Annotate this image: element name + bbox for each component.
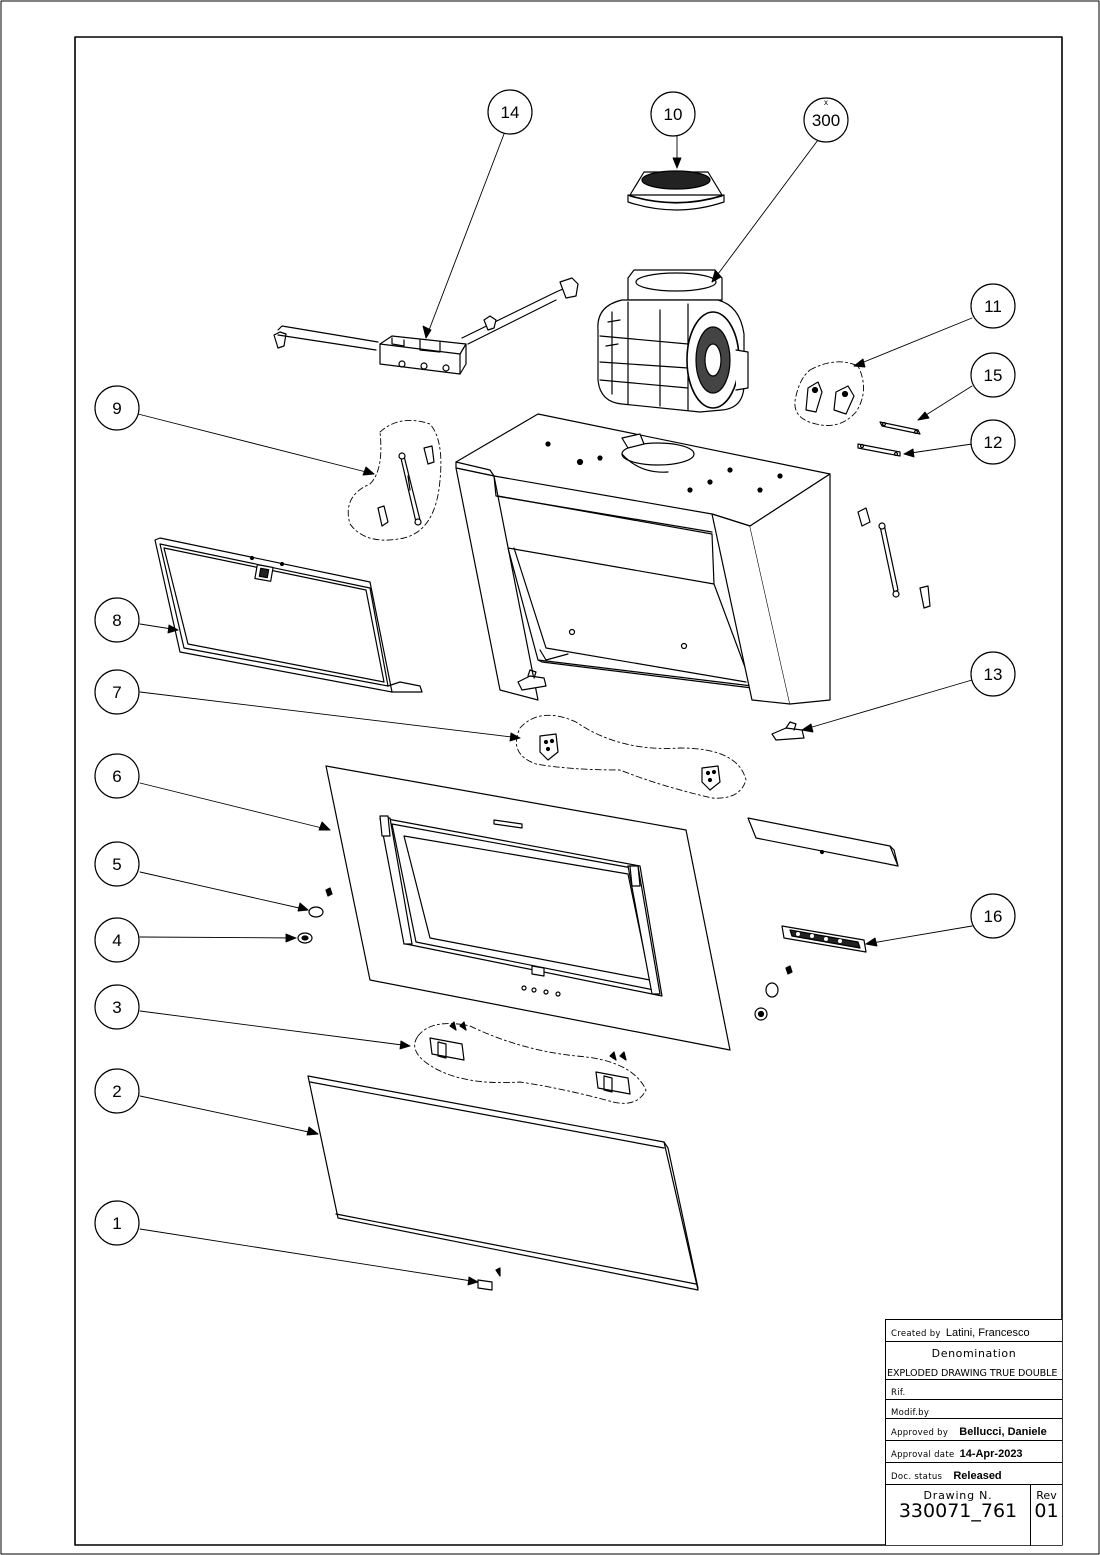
group-3-outline — [414, 1023, 647, 1104]
part-6-front-frame — [325, 765, 731, 1051]
modif-row: Modif.by — [886, 1400, 1062, 1419]
part-2-glass-panel — [307, 1075, 699, 1291]
rif-label: Rif. — [891, 1388, 906, 1398]
part-10-carbon-filter — [627, 170, 725, 211]
callout-6-circle — [94, 753, 140, 799]
callout-1-circle — [94, 1200, 140, 1246]
callout-10: 10 — [664, 105, 683, 124]
callout-13-circle — [970, 651, 1016, 697]
callout-6: 6 — [112, 767, 121, 786]
denomination-value: EXPLODED DRAWING TRUE DOUBLE — [887, 1368, 1058, 1379]
callout-16-circle — [970, 893, 1016, 939]
callout-8: 8 — [112, 611, 121, 630]
part-300-motor-unit — [597, 269, 749, 413]
part-9-gas-spring — [377, 445, 435, 527]
modif-label: Modif.by — [891, 1408, 930, 1418]
callout-9-circle — [94, 385, 140, 431]
revision-cell: Rev 01 — [1030, 1485, 1062, 1546]
side-strip-panel — [747, 817, 899, 867]
callout-10-circle — [650, 91, 696, 137]
callout-4: 4 — [112, 931, 121, 950]
approval-date-label: Approval date — [891, 1450, 955, 1460]
callout-3: 3 — [112, 998, 121, 1017]
title-block: Created by Latini, Francesco Denominatio… — [885, 1319, 1062, 1546]
callout-7: 7 — [112, 683, 121, 702]
part-14-electrical-box — [273, 277, 579, 375]
callout-9: 9 — [112, 399, 121, 418]
denomination-label-row: Denomination — [886, 1342, 1062, 1362]
drawing-number-row: Drawing N. 330071_761 Rev 01 — [886, 1485, 1062, 1546]
callout-3-circle — [94, 984, 140, 1030]
clip-left — [517, 669, 547, 691]
approved-by-value: Bellucci, Daniele — [959, 1426, 1047, 1438]
part-8-filter-panel — [154, 537, 423, 693]
doc-status-label: Doc. status — [891, 1472, 943, 1482]
callout-8-circle — [94, 597, 140, 643]
gas-spring-right — [857, 507, 931, 609]
knobs-right — [754, 965, 793, 1021]
rif-row: Rif. — [886, 1380, 1062, 1400]
callout-11-circle — [970, 283, 1016, 329]
doc-status-row: Doc. status Released — [886, 1463, 1062, 1485]
drawing-number-cell: Drawing N. 330071_761 — [886, 1485, 1031, 1546]
group-11-outline — [794, 361, 864, 426]
callout-11: 11 — [984, 297, 1002, 316]
denomination-label: Denomination — [931, 1347, 1017, 1360]
group-outlines — [347, 361, 864, 1104]
approved-by-row: Approved by Bellucci, Daniele — [886, 1419, 1062, 1441]
callout-5: 5 — [112, 855, 121, 874]
callout-15: 15 — [984, 366, 1003, 385]
part-13-clip — [771, 721, 805, 741]
part-15-bracket — [879, 421, 921, 435]
part-7-inserts — [539, 733, 721, 791]
drawing-number-label: Drawing N. — [923, 1489, 993, 1502]
callout-15-circle — [970, 352, 1016, 398]
group-9-outline — [347, 419, 442, 541]
callout-12-circle — [970, 419, 1016, 465]
created-by-row: Created by Latini, Francesco — [886, 1320, 1062, 1342]
approval-date-row: Approval date 14-Apr-2023 — [886, 1441, 1062, 1463]
callout-14-circle — [487, 89, 533, 135]
callout-2-circle — [94, 1068, 140, 1114]
callout-1: 1 — [112, 1214, 121, 1233]
callout-300-circle — [803, 97, 849, 143]
denomination-row: EXPLODED DRAWING TRUE DOUBLE — [886, 1362, 1062, 1380]
callout-5-circle — [94, 841, 140, 887]
revision-value: 01 — [1034, 1500, 1059, 1522]
part-1-clip — [477, 1267, 501, 1291]
approval-date-value: 14-Apr-2023 — [959, 1448, 1023, 1460]
part-3-hinges — [429, 1021, 631, 1095]
part-11-hinge-clips — [805, 381, 855, 415]
callout-14: 14 — [501, 103, 520, 122]
callout-balloons: 14 10 x 300 11 15 12 9 8 7 13 6 5 4 16 3… — [94, 89, 1016, 1246]
leader-lines — [137, 133, 973, 1286]
drawing-frame — [74, 36, 1063, 1546]
part-16-control-panel — [781, 925, 867, 953]
created-by-value: Latini, Francesco — [945, 1327, 1030, 1339]
doc-status-value: Released — [953, 1470, 1002, 1482]
created-by-label: Created by — [891, 1329, 941, 1339]
callout-16: 16 — [984, 907, 1003, 926]
drawing-number-value: 330071_761 — [898, 1500, 1018, 1522]
callout-4-circle — [94, 917, 140, 963]
group-7-outline — [516, 714, 747, 799]
hood-body — [455, 413, 831, 705]
callout-13: 13 — [984, 665, 1003, 684]
part-4-washer — [297, 932, 313, 944]
part-5-cap — [308, 887, 333, 918]
approved-by-label: Approved by — [891, 1428, 949, 1438]
callout-300: 300 — [812, 111, 840, 130]
revision-label: Rev — [1036, 1489, 1057, 1502]
part-12-bracket — [857, 443, 901, 457]
callout-7-circle — [94, 669, 140, 715]
callout-2: 2 — [112, 1082, 121, 1101]
callout-12: 12 — [984, 433, 1003, 452]
callout-300-mark: x — [824, 98, 828, 107]
